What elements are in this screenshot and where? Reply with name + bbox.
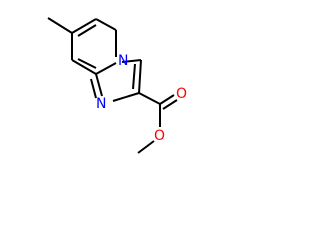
- atom-n-bridgehead: N: [118, 53, 128, 69]
- bond-ester-o-methyl: [137, 140, 155, 154]
- bond-ring-n1-c8a: [95, 73, 103, 97]
- atom-o-carbonyl: O: [176, 86, 187, 102]
- bond-ring-c3-c2-double: [132, 63, 136, 90]
- atom-n-ring: N: [96, 96, 106, 112]
- bond-ring-n-c3: [121, 59, 142, 63]
- atom-o-ester: O: [154, 128, 165, 144]
- bond-ring-c2-n1: [112, 92, 140, 102]
- bond-ring-c6-c5: [95, 18, 117, 31]
- molecule-diagram: N N O O: [47, 17, 188, 154]
- bond-carbonyl-o: [159, 94, 175, 105]
- bond-methyl-ring: [47, 17, 73, 34]
- bond-c2-carbonyl: [138, 92, 161, 105]
- bond-ring-n1-c8a-double: [90, 78, 97, 99]
- bond-ring-c8a-n: [95, 62, 117, 75]
- bond-ring-c3-c2: [138, 59, 142, 94]
- structure-drawing: N N O O: [47, 17, 187, 154]
- bond-carbonyl-o-double: [162, 99, 178, 110]
- bond-ring-c8-c8a: [71, 59, 97, 75]
- bond-ring-c8-c8a-double: [77, 58, 97, 69]
- bond-ring-c7-c6-double: [77, 24, 97, 37]
- bond-ring-c7-c6: [71, 18, 97, 34]
